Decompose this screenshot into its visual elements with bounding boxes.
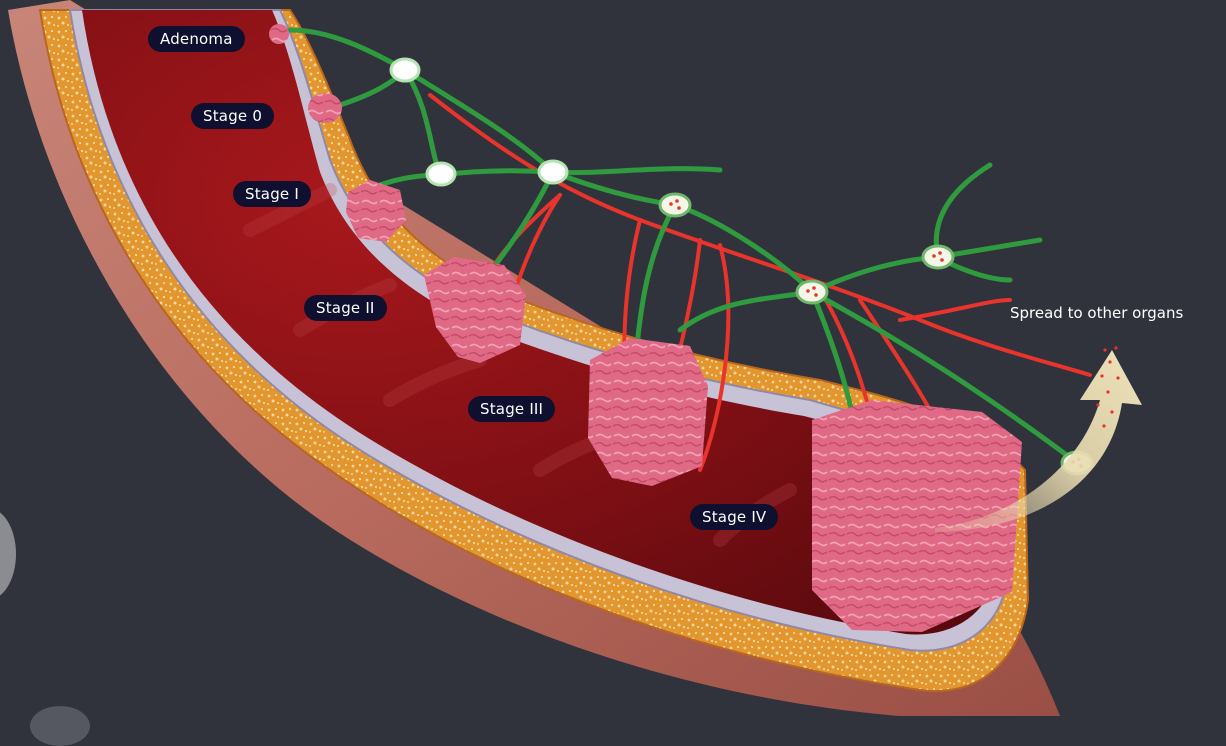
lymph-node-healthy	[391, 59, 419, 81]
colon-cross-section-illustration	[0, 0, 1226, 716]
spread-label: Spread to other organs	[1010, 304, 1183, 322]
tumor-adenoma	[269, 24, 289, 44]
label-stage-0: Stage 0	[191, 103, 274, 129]
label-adenoma: Adenoma	[148, 26, 245, 52]
label-stage-4: Stage IV	[690, 504, 778, 530]
lymph-node-affected	[660, 194, 690, 216]
lymph-node-healthy	[427, 163, 455, 185]
label-stage-3: Stage III	[468, 396, 555, 422]
lymph-node-healthy	[539, 161, 567, 183]
lymph-node-affected	[797, 281, 827, 303]
lymph-node-affected	[923, 246, 953, 268]
tumor-stage-3	[588, 338, 708, 486]
tumor-stage-0	[308, 93, 342, 123]
label-stage-1: Stage I	[233, 181, 311, 207]
label-stage-2: Stage II	[304, 295, 387, 321]
